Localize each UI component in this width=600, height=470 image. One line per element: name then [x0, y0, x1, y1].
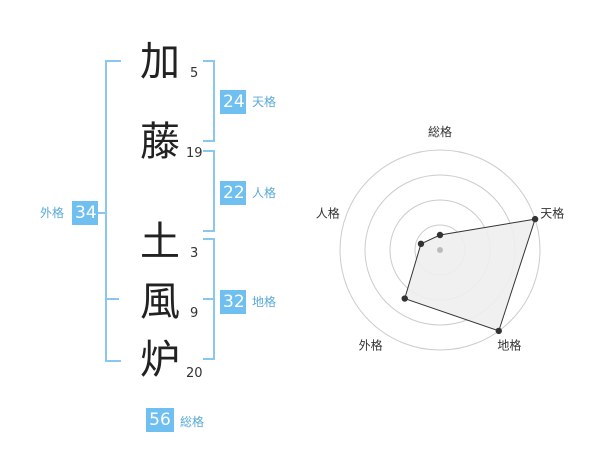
tenkaku-bracket	[203, 60, 215, 142]
gaikaku-value-badge: 34	[72, 201, 98, 225]
chikaku-bracket-tick	[203, 298, 213, 300]
stroke-count-2: 19	[186, 146, 203, 161]
jinkaku-label: 人格	[252, 186, 277, 200]
name-char-1: 加	[140, 39, 180, 85]
radar-point-1	[531, 215, 539, 223]
radar-point-2	[495, 327, 502, 335]
radar-ring-4	[339, 149, 541, 351]
gaikaku-bracket-tick	[105, 298, 119, 300]
radar-axis-label-3: 外格	[359, 337, 383, 352]
gaikaku-label: 外格	[40, 206, 65, 220]
chikaku-label: 地格	[252, 295, 277, 309]
name-char-3: 土	[140, 219, 180, 265]
name-char-4: 風	[140, 279, 180, 325]
radar-axis-label-4: 人格	[316, 206, 340, 221]
name-char-5: 炉	[140, 337, 180, 383]
radar-polygon	[404, 218, 536, 332]
radar-center-dot	[437, 247, 443, 253]
radar-axis-label-2: 地格	[497, 337, 521, 352]
gaikaku-bracket	[105, 60, 121, 362]
stroke-count-1: 5	[190, 66, 199, 81]
chikaku-value-badge: 32	[220, 290, 246, 314]
chikaku-bracket	[203, 238, 215, 360]
tenkaku-label: 天格	[252, 95, 277, 109]
gaikaku-connector	[96, 212, 107, 214]
stroke-count-4: 9	[190, 306, 199, 321]
jinkaku-value-badge: 22	[220, 181, 246, 205]
radar-point-0	[436, 231, 444, 239]
jinkaku-bracket	[203, 150, 215, 232]
soukaku-label: 総格	[180, 415, 205, 429]
stroke-count-3: 3	[190, 246, 199, 261]
stroke-count-5: 20	[186, 366, 203, 381]
soukaku-value-badge: 56	[146, 408, 174, 432]
name-char-2: 藤	[140, 119, 180, 165]
radar-point-3	[401, 295, 408, 302]
radar-axis-label-0: 総格	[428, 124, 452, 139]
tenkaku-value-badge: 24	[220, 90, 246, 114]
radar-axis-label-1: 天格	[540, 206, 564, 221]
radar-point-4	[417, 240, 425, 248]
